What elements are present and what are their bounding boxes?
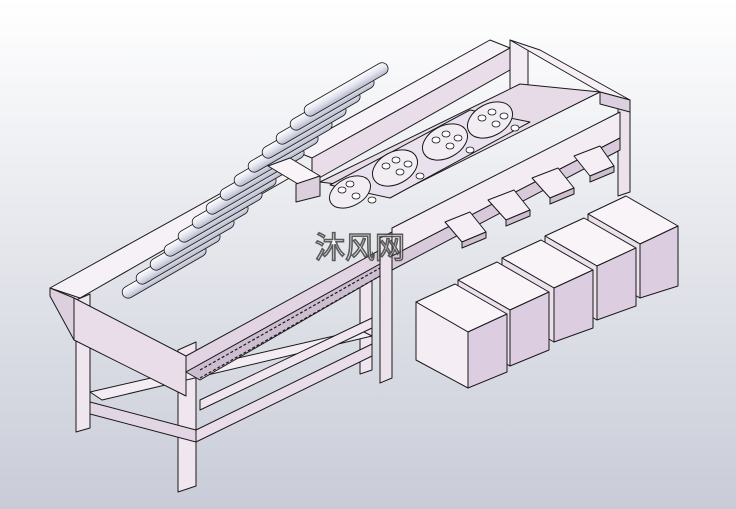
bin-1	[415, 283, 508, 389]
conveyor-rollers	[121, 62, 389, 299]
discharge-chutes	[444, 145, 615, 249]
watermark-text: 沐风网	[315, 231, 405, 266]
sorting-drum	[328, 101, 531, 209]
collection-bins	[415, 195, 679, 389]
drive-chain	[199, 267, 381, 379]
conveyor-top-rail	[267, 157, 321, 203]
